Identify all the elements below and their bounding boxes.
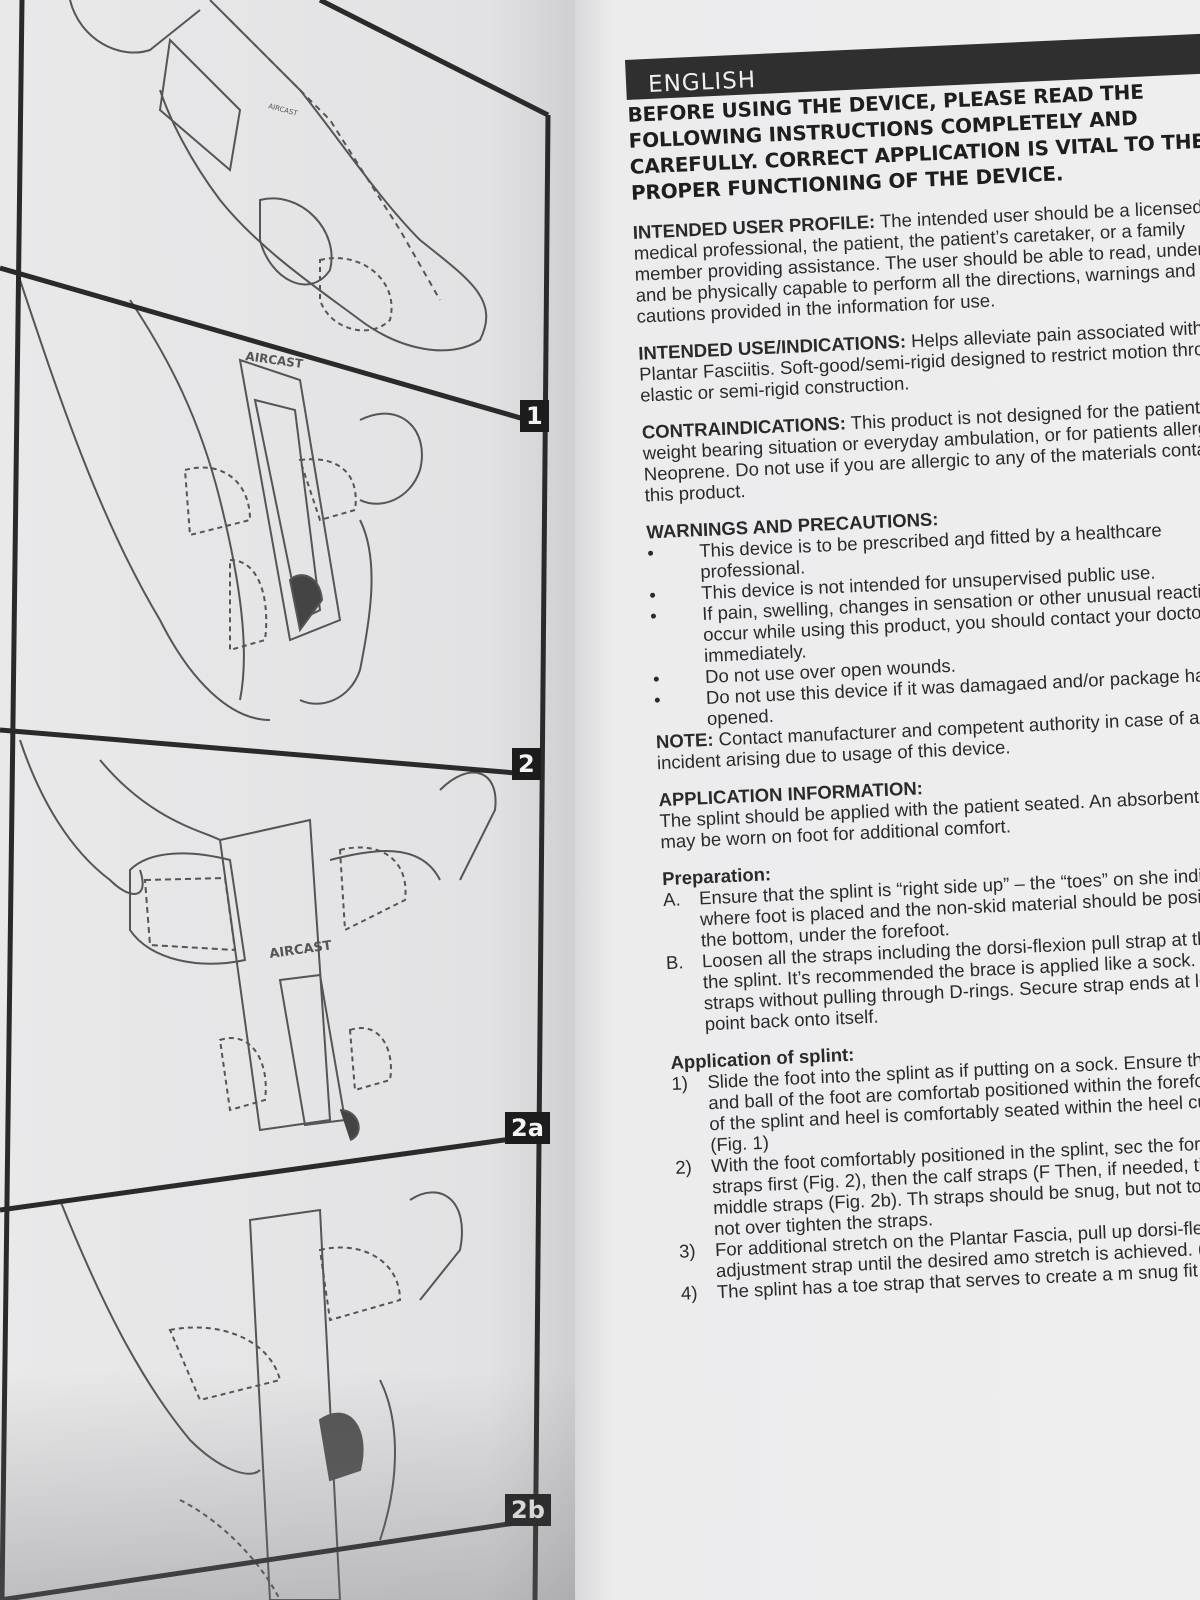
item-marker: B. xyxy=(665,951,684,974)
note-label: NOTE: xyxy=(655,728,714,753)
figure-label-2b: 2b xyxy=(505,1494,551,1526)
user-profile-section: INTENDED USER PROFILE: The intended user… xyxy=(632,194,1200,327)
preparation-section: Preparation: A.Ensure that the splint is… xyxy=(662,840,1200,1036)
illustration-page: AIRCAST AIRCAST AIRCAST 1 2 2a 2b xyxy=(0,0,575,1600)
contraindications-text: This product is not designed for the pat… xyxy=(642,394,1200,506)
brand-label-panel1: AIRCAST xyxy=(267,102,299,118)
page-shadow xyxy=(0,1370,575,1600)
application-section: Application of splint: 1)Slide the foot … xyxy=(670,1024,1200,1304)
warnings-section: WARNINGS AND PRECAUTIONS: This device is… xyxy=(646,493,1200,773)
indications-section: INTENDED USE/INDICATIONS: Helps alleviat… xyxy=(638,315,1200,406)
figure-label-2a: 2a xyxy=(505,1112,550,1144)
step-marker: 1) xyxy=(670,1072,689,1094)
item-marker: A. xyxy=(662,888,682,911)
step-marker: 3) xyxy=(678,1240,697,1262)
instruction-page: ENGLISH BEFORE USING THE DEVICE, PLEASE … xyxy=(575,0,1200,1600)
step-marker: 4) xyxy=(680,1281,698,1304)
indications-text: Helps alleviate pain associated with Pla… xyxy=(638,317,1200,406)
step-marker: 2) xyxy=(674,1156,693,1178)
user-profile-text: The intended user should be a licensed m… xyxy=(633,195,1200,327)
splint-illustrations: AIRCAST AIRCAST AIRCAST xyxy=(0,0,551,1600)
instruction-text: ENGLISH BEFORE USING THE DEVICE, PLEASE … xyxy=(625,31,1200,1304)
brand-label-panel2a: AIRCAST xyxy=(268,938,332,962)
application-info-section: APPLICATION INFORMATION: The splint shou… xyxy=(658,761,1200,852)
contraindications-section: CONTRAINDICATIONS: This product is not d… xyxy=(641,394,1200,506)
figure-label-1: 1 xyxy=(520,400,549,432)
figure-label-2: 2 xyxy=(512,748,541,780)
